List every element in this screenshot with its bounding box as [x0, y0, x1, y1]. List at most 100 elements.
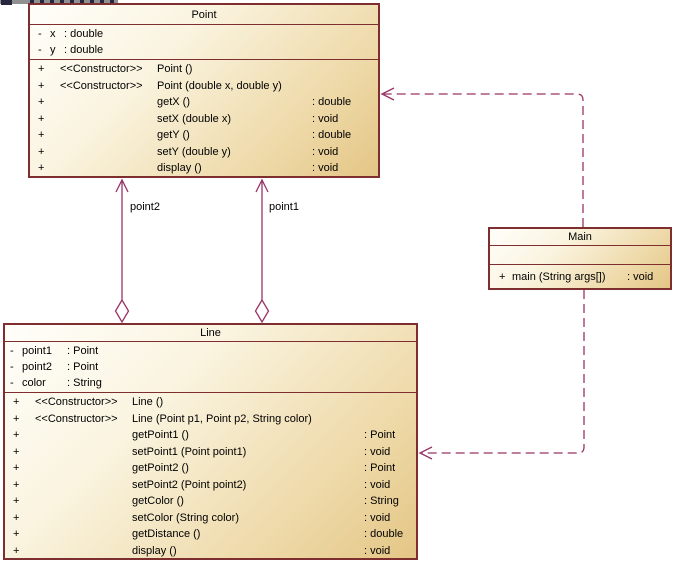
- method-row-stereo: [60, 144, 157, 161]
- method-row: +setY (double y): void: [38, 144, 378, 161]
- attribute-row: -x : double: [38, 26, 378, 42]
- aggregation-label-point2: point2: [130, 201, 160, 213]
- attribute-row-type: : double: [64, 28, 104, 40]
- method-row-stereo: [60, 94, 157, 111]
- method-row-stereo: [35, 543, 132, 560]
- method-row-stereo: [35, 460, 132, 477]
- attribute-row-vis: -: [10, 361, 14, 374]
- method-row-vis: +: [13, 511, 20, 524]
- method-row-vis: +: [13, 445, 20, 458]
- method-row: +getColor (): String: [13, 493, 416, 510]
- method-row: +<<Constructor>>Line (): [13, 394, 416, 411]
- aggregation-label-point1: point1: [269, 201, 299, 213]
- method-row-vis: +: [13, 396, 20, 408]
- attribute-row: -color: String: [10, 375, 416, 391]
- class-point[interactable]: Point -x: double-y: double +<<Constructo…: [28, 3, 380, 178]
- method-row-type: : void: [627, 271, 654, 283]
- method-row: + getDistance () : double: [13, 526, 416, 543]
- dependency-main-line-connector[interactable]: [418, 290, 585, 460]
- attribute-row-name: y: [50, 44, 56, 57]
- attribute-row-type: : Point: [67, 345, 99, 357]
- method-row-type: : Point: [364, 429, 396, 441]
- method-row-stereo: [60, 111, 157, 128]
- method-row-vis: +: [13, 544, 20, 557]
- attribute-row-name: x: [50, 28, 56, 40]
- method-row-name: display (): [132, 544, 177, 557]
- method-row-name: getColor (): [132, 495, 184, 507]
- method-row-type: : double: [312, 129, 352, 141]
- method-row-stereo: <<Constructor>>: [35, 396, 118, 408]
- attribute-row-type: : double: [64, 44, 104, 57]
- method-row-stereo: <<Constructor>>: [60, 79, 143, 92]
- method-row-vis: +: [38, 112, 45, 125]
- method-row: + display () : void: [38, 160, 378, 177]
- method-row-type: : void: [364, 544, 391, 557]
- method-row-type: : void: [364, 511, 391, 524]
- method-row-name: getPoint1 (): [132, 429, 189, 441]
- method-row-vis: +: [13, 462, 20, 474]
- method-row-vis: +: [38, 129, 45, 141]
- attribute-row-type: : Point: [67, 361, 99, 374]
- method-row-name: main (String args[]): [512, 271, 606, 283]
- aggregation-point1-connector[interactable]: [254, 178, 270, 324]
- aggregation-point2-connector[interactable]: [114, 178, 130, 324]
- method-row-type: : void: [312, 145, 339, 158]
- method-row-name: display (): [157, 162, 202, 174]
- attribute-row: -point2 : Point: [10, 359, 416, 375]
- method-row-name: getY (): [157, 129, 190, 141]
- method-row-type: : double: [364, 528, 404, 540]
- method-row-stereo: [35, 510, 132, 527]
- method-row-stereo: [60, 127, 157, 144]
- dependency-main-point-connector[interactable]: [380, 87, 584, 227]
- method-row-vis: +: [38, 63, 45, 75]
- method-row: +<<Constructor>>Point (): [38, 61, 378, 78]
- attribute-row: -y : double: [38, 42, 378, 58]
- class-main[interactable]: Main + main (String args[]) : void: [488, 227, 672, 290]
- method-row-stereo: <<Constructor>>: [60, 63, 143, 75]
- attribute-row-vis: -: [38, 28, 42, 40]
- method-row-name: getX (): [157, 96, 191, 108]
- class-line-methods: +<<Constructor>>Line ()+<<Constructor>>L…: [5, 393, 416, 559]
- class-point-methods: +<<Constructor>>Point ()+<<Constructor>>…: [30, 60, 378, 177]
- attribute-row-name: point2: [22, 361, 52, 374]
- method-row-name: setColor (String color): [132, 511, 239, 524]
- method-row-type: : void: [364, 478, 391, 491]
- method-row-stereo: [35, 444, 132, 461]
- method-row-stereo: [35, 493, 132, 510]
- class-main-title: Main: [490, 229, 670, 246]
- method-row: + setPoint2 (Point point2) : void: [13, 477, 416, 494]
- method-row: + display () : void: [13, 543, 416, 560]
- method-row-stereo: <<Constructor>>: [35, 412, 118, 425]
- method-row-name: getDistance (): [132, 528, 201, 540]
- method-row: +<<Constructor>>Line (Point p1, Point p2…: [13, 411, 416, 428]
- class-point-attributes: -x : double -y : double: [30, 25, 378, 60]
- canvas-edge-corner: [1, 0, 12, 5]
- attribute-row-vis: -: [38, 44, 42, 57]
- method-row-vis: +: [13, 528, 20, 540]
- method-row-vis: +: [13, 429, 20, 441]
- method-row: + main (String args[]) : void: [499, 269, 670, 285]
- method-row-vis: +: [38, 162, 45, 174]
- method-row-name: setPoint2 (Point point2): [132, 478, 247, 491]
- method-row-type: : void: [312, 162, 339, 174]
- method-row-stereo: [35, 477, 132, 494]
- method-row-name: Line (Point p1, Point p2, String color): [132, 412, 312, 425]
- method-row: + getX () : double: [38, 94, 378, 111]
- attribute-row: -point1: Point: [10, 343, 416, 359]
- method-row-type: : double: [312, 96, 352, 108]
- method-row-vis: +: [499, 271, 506, 283]
- method-row: +setPoint1 (Point point1): void: [13, 444, 416, 461]
- method-row-type: : void: [364, 445, 391, 458]
- method-row-type: : String: [364, 495, 399, 507]
- method-row-name: Point (double x, double y): [157, 79, 282, 92]
- method-row: +setX (double x): void: [38, 111, 378, 128]
- method-row-stereo: [35, 526, 132, 543]
- attribute-row-name: color: [22, 377, 46, 390]
- method-row: +<<Constructor>>Point (double x, double …: [38, 78, 378, 95]
- method-row-vis: +: [13, 478, 20, 491]
- method-row-vis: +: [38, 96, 45, 108]
- method-row-name: getPoint2 (): [132, 462, 189, 474]
- method-row-name: setX (double x): [157, 112, 231, 125]
- class-line[interactable]: Line -point1: Point-point2: Point-color:…: [3, 323, 418, 560]
